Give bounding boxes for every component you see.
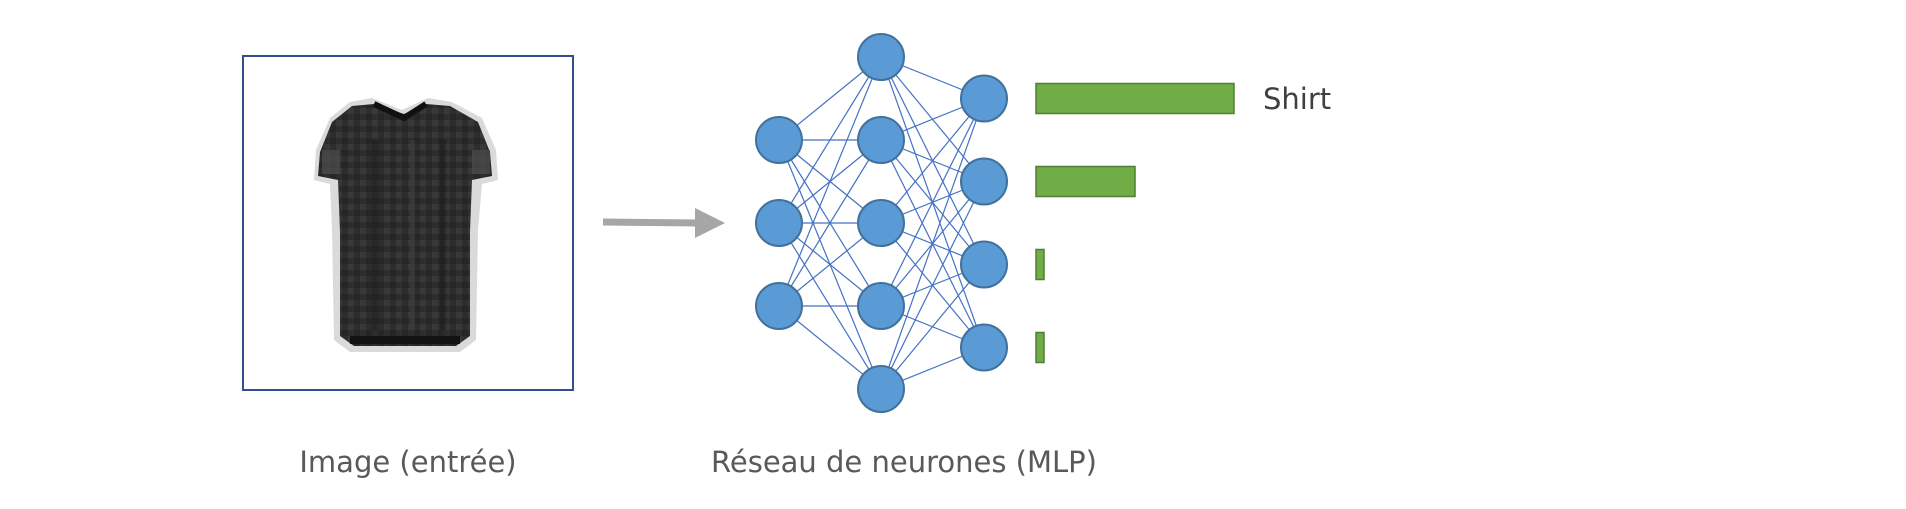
neuron-layer1-3 [857,282,905,330]
edge-l0-n1-to-n0 [778,56,882,224]
network-caption: Réseau de neurones (MLP) [711,445,1097,479]
output-label-top: Shirt [1263,82,1331,116]
edge-l1-n4-to-n1 [880,181,985,390]
neuron-layer2-2 [960,240,1008,289]
neuron-layer2-1 [960,157,1008,206]
edge-l1-n3-to-n0 [880,98,985,307]
neuron-layer2-0 [960,74,1008,123]
edge-l1-n4-to-n0 [880,98,985,390]
shirt-image [314,98,498,352]
output-bar-1 [1035,165,1136,198]
input-caption: Image (entrée) [299,445,516,479]
network-nodes [755,33,1008,413]
arrow-icon [602,208,725,238]
output-bar-2 [1035,248,1045,281]
input-image [242,55,574,391]
neuron-layer0-1 [755,199,803,247]
neuron-layer1-2 [857,199,905,247]
edge-l1-n2-to-n0 [880,98,985,224]
edge-l0-n2-to-n1 [778,139,882,307]
output-bar-3 [1035,331,1045,364]
output-bars [1035,82,1235,364]
neuron-layer1-0 [857,33,905,81]
neuron-layer1-1 [857,116,905,164]
neuron-layer2-3 [960,323,1008,372]
output-bar-0 [1035,82,1235,115]
edge-l1-n4-to-n2 [880,264,985,390]
neuron-layer0-0 [755,116,803,164]
neuron-layer1-4 [857,365,905,413]
neuron-layer0-2 [755,282,803,330]
edge-l0-n2-to-n0 [778,56,882,307]
